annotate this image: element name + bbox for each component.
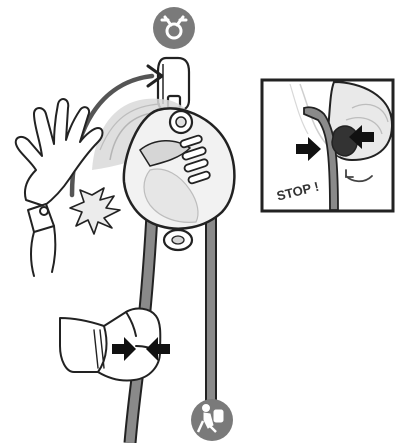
impact-burst bbox=[70, 188, 120, 234]
load-badge bbox=[191, 399, 233, 441]
belay-device bbox=[124, 108, 235, 250]
stop-inset: STOP ! bbox=[262, 80, 393, 211]
anchor-badge bbox=[153, 7, 195, 49]
open-hand bbox=[16, 99, 103, 276]
gripping-hand bbox=[60, 309, 160, 381]
